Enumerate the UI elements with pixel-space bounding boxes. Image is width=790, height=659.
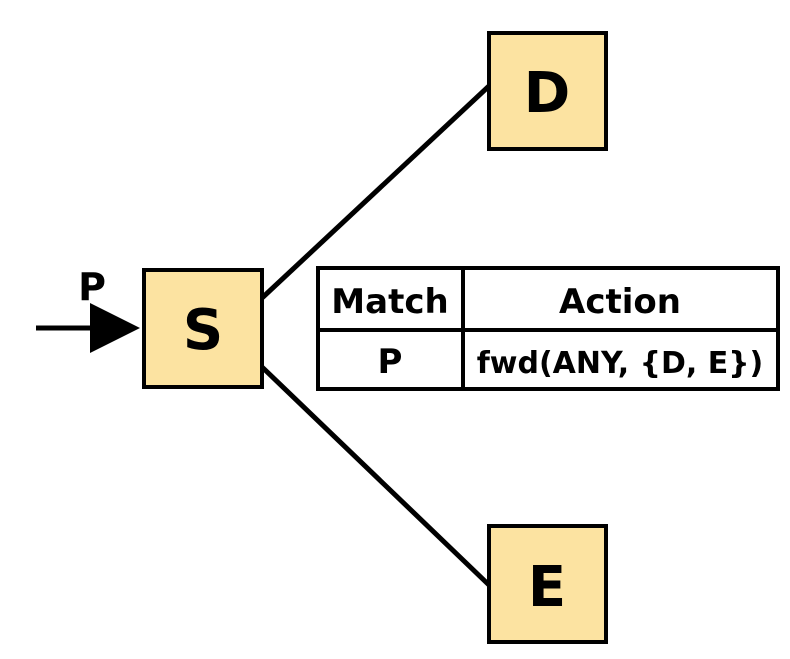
link-s-d <box>260 84 491 300</box>
node-e-box <box>487 524 608 644</box>
packet-label: P <box>78 265 106 309</box>
node-d-box <box>487 31 608 151</box>
node-e: E <box>487 524 608 644</box>
flow-table-row-match: P <box>378 342 403 382</box>
flow-table-header-match: Match <box>331 282 448 322</box>
node-s: S <box>142 268 264 389</box>
flow-table-row-action: fwd(ANY, {D, E}) <box>477 346 764 381</box>
node-s-label: S <box>183 298 223 363</box>
node-d-label: D <box>524 61 570 126</box>
flow-table: Match Action P fwd(ANY, {D, E}) <box>316 266 780 391</box>
node-s-box <box>142 268 264 389</box>
link-s-e <box>260 365 491 587</box>
flow-table-header-action: Action <box>559 282 681 322</box>
node-d: D <box>487 31 608 151</box>
node-e-label: E <box>528 555 566 620</box>
